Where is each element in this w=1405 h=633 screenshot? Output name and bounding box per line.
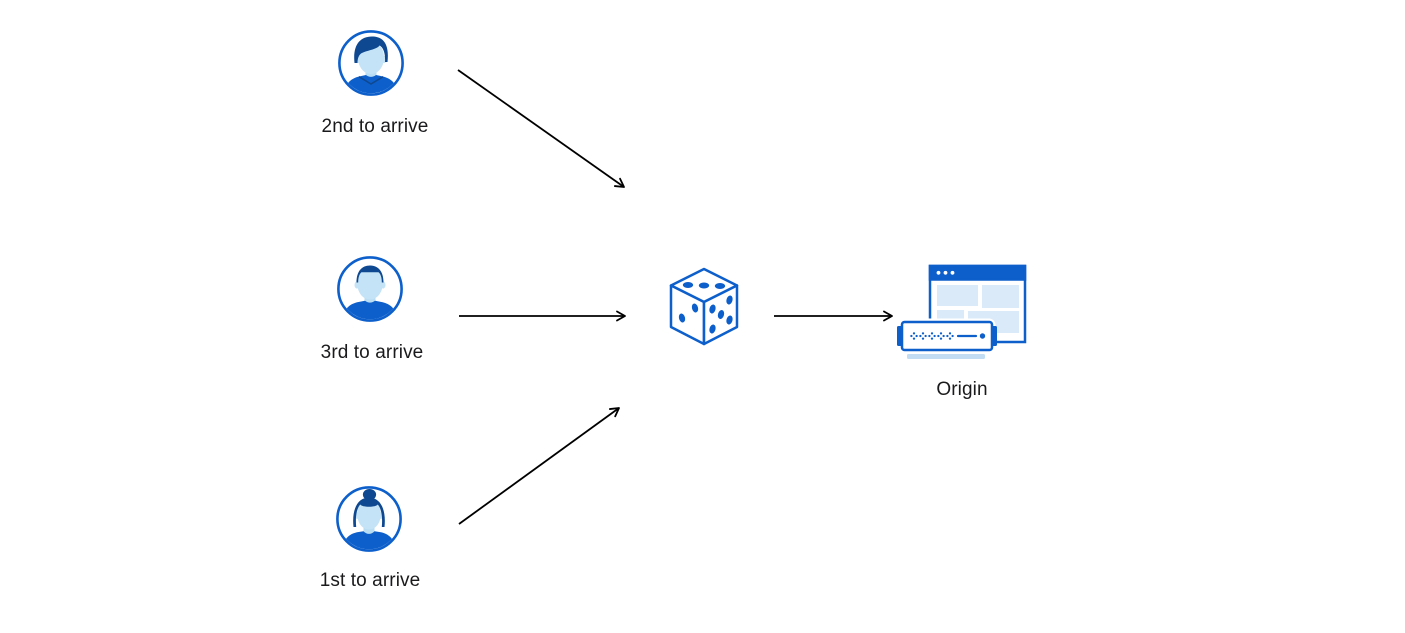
node-randomizer (667, 265, 741, 349)
node-user-1st (336, 486, 402, 552)
origin-server-browser-icon (897, 264, 1027, 359)
woman-bun-avatar-icon (336, 486, 402, 552)
user-2nd-label: 2nd to arrive (321, 116, 429, 137)
node-user-2nd (338, 30, 404, 96)
arrow-user-1st-to-dice (458, 407, 620, 525)
man-swept-hair-avatar-icon (338, 30, 404, 96)
dice-icon (669, 267, 739, 346)
node-origin (897, 262, 1027, 364)
user-3rd-label: 3rd to arrive (320, 342, 424, 363)
origin-label: Origin (936, 379, 988, 400)
user-1st-label: 1st to arrive (319, 570, 421, 591)
server-vent-dots (910, 332, 954, 340)
man-short-hair-avatar-icon (337, 256, 403, 322)
arrow-user-2nd-to-dice (457, 69, 625, 188)
node-user-3rd (337, 256, 403, 322)
